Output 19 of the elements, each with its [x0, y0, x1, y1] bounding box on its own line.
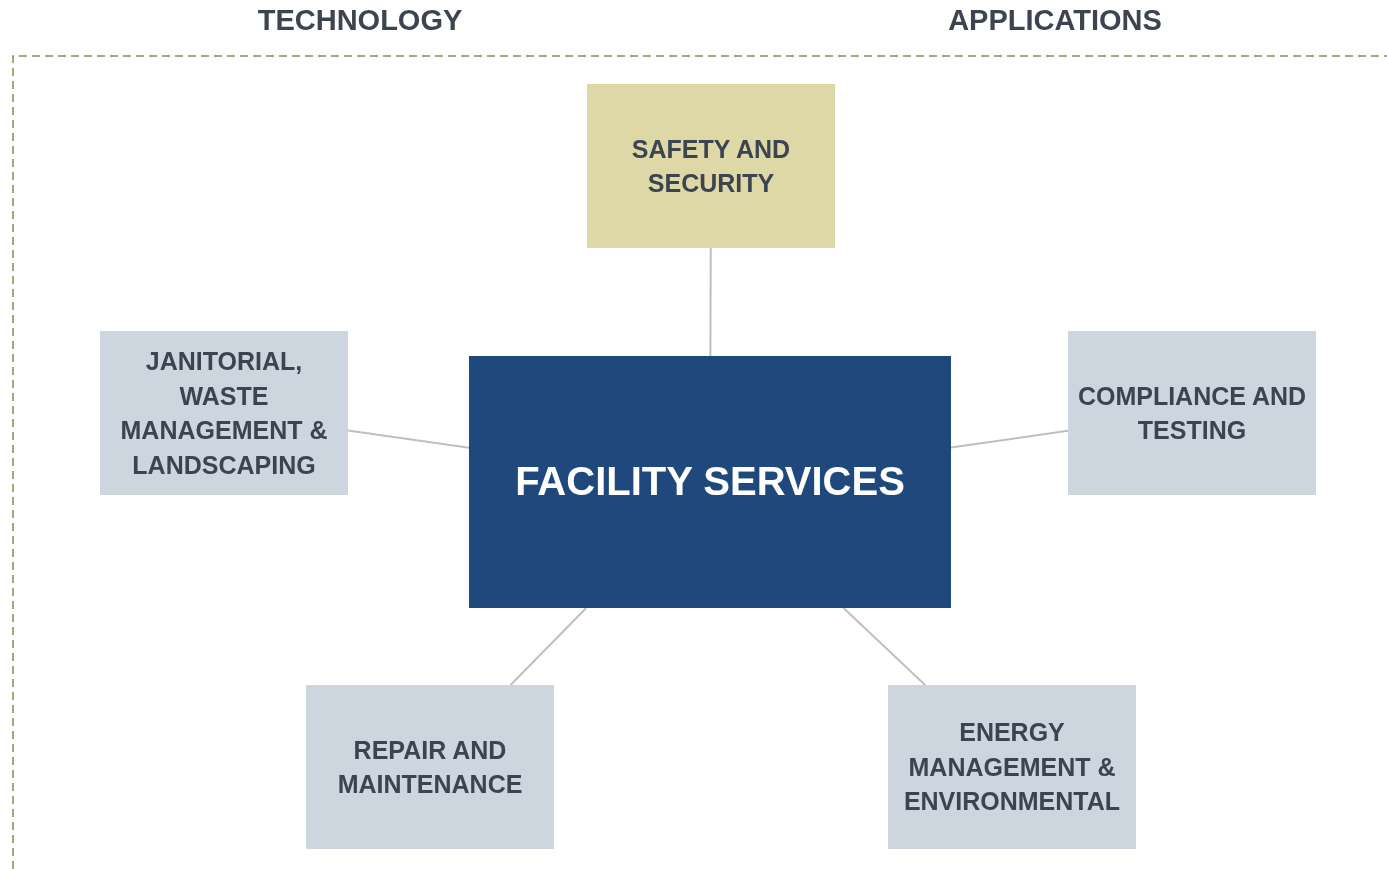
box-label: SAFETY AND SECURITY: [630, 133, 792, 199]
box-label: JANITORIAL, WASTE MANAGEMENT & LANDSCAPING: [119, 346, 329, 481]
box-label: ENERGY MANAGEMENT & ENVIRONMENTAL: [902, 717, 1122, 818]
category-box: [587, 84, 835, 248]
connector-line: [842, 607, 927, 686]
category-box: [306, 685, 554, 849]
category-box: [100, 331, 348, 495]
category-box: [888, 685, 1136, 849]
box-label: COMPLIANCE AND TESTING: [1076, 380, 1308, 446]
central-box: [469, 356, 951, 608]
column-heading: TECHNOLOGY: [257, 4, 463, 37]
connector-line: [950, 429, 1069, 449]
connector-line: [509, 607, 588, 686]
box-label: FACILITY SERVICES: [515, 458, 905, 506]
column-heading: APPLICATIONS: [948, 4, 1162, 37]
connector-line: [347, 429, 470, 449]
category-box: [1068, 331, 1316, 495]
box-label: REPAIR AND MAINTENANCE: [336, 734, 524, 800]
connector-line: [709, 247, 712, 357]
